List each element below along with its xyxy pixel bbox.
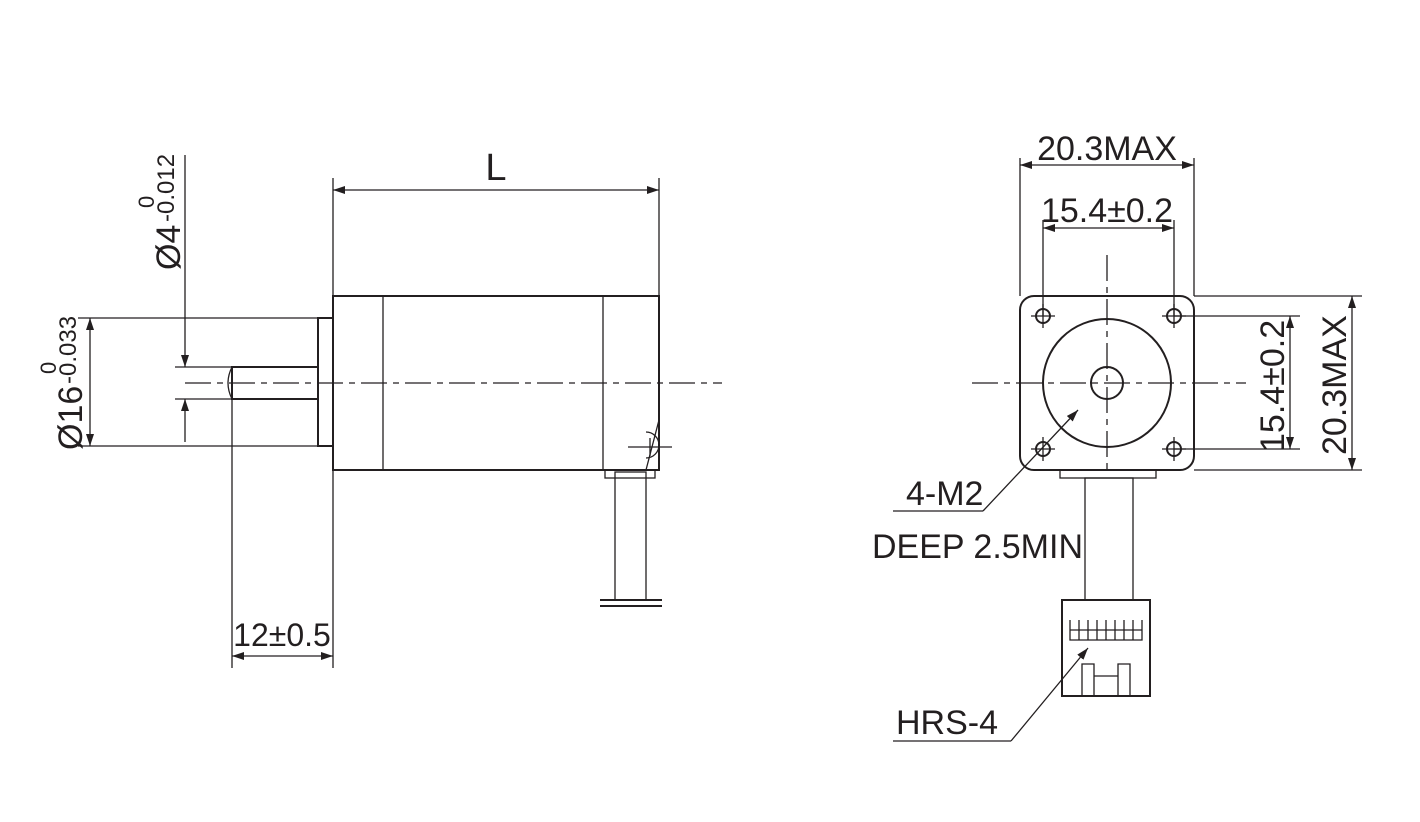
hrs-connector (1061, 599, 1151, 697)
connector-label: HRS-4 (896, 704, 998, 742)
side-cable (614, 471, 647, 601)
boss-dia-main: Ø16 (52, 386, 90, 450)
width-max-label: 20.3MAX (1037, 130, 1177, 168)
front-cable (1084, 477, 1134, 601)
shaft-dia-upper: 0 (134, 196, 159, 208)
boss-dia-upper: 0 (36, 362, 61, 374)
hole-depth-label: DEEP 2.5MIN (872, 528, 1083, 566)
mounting-boss (317, 317, 334, 447)
hole-label: 4-M2 (906, 475, 983, 513)
side-view: L Ø4 -0.012 0 Ø16 -0.033 0 12±0.5 (36, 147, 722, 668)
boss-dia-lower: -0.033 (55, 316, 82, 384)
length-label: L (485, 147, 506, 189)
front-view: 20.3MAX 15.4±0.2 15.4±0.2 20.3MAX 4-M2 D… (872, 130, 1362, 742)
boss-diameter-label: Ø16 (52, 386, 90, 450)
width-holes-label: 15.4±0.2 (1041, 192, 1173, 230)
shaft-dia-main: Ø4 (150, 225, 188, 270)
shaft-diameter-label: Ø4 (150, 225, 188, 270)
height-max-label: 20.3MAX (1316, 315, 1354, 455)
shaft-length-label: 12±0.5 (233, 617, 331, 653)
shaft-dia-lower: -0.012 (153, 154, 180, 222)
height-holes-label: 15.4±0.2 (1254, 320, 1292, 452)
